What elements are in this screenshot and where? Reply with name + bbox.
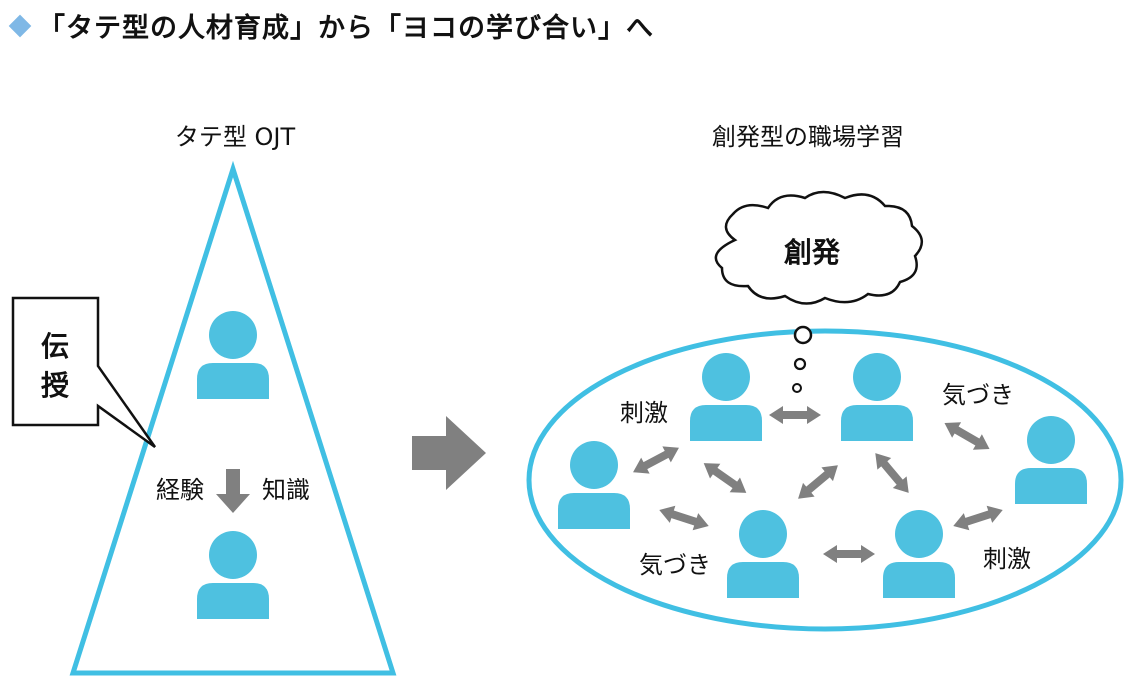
cloud-text: 創発 bbox=[784, 236, 841, 269]
annotation-awareness-top: 気づき bbox=[942, 381, 1014, 409]
page-title: 「タテ型の人材育成」から「ヨコの学び合い」へ bbox=[38, 13, 654, 44]
annotation-stimulus-bottom: 刺激 bbox=[983, 545, 1031, 573]
idea-cloud: 創発 bbox=[714, 190, 923, 305]
hierarchy-triangle bbox=[69, 160, 397, 676]
thought-bubble-large-icon bbox=[793, 325, 813, 345]
left-panel-label: タテ型 OJT bbox=[175, 123, 296, 151]
callout-box: 伝 授 bbox=[11, 296, 157, 449]
flow-to-label: 知識 bbox=[262, 476, 310, 504]
right-panel-label: 創発型の職場学習 bbox=[712, 123, 904, 151]
thought-bubble-small-icon bbox=[792, 383, 802, 393]
flow-from-label: 経験 bbox=[156, 476, 204, 504]
callout-char-2: 授 bbox=[41, 369, 69, 402]
annotation-stimulus-top: 刺激 bbox=[620, 399, 668, 427]
transition-arrow-icon bbox=[412, 416, 486, 490]
annotation-awareness-bottom: 気づき bbox=[639, 551, 711, 579]
callout-char-1: 伝 bbox=[41, 330, 69, 363]
thought-bubble-medium-icon bbox=[793, 357, 807, 371]
header: 「タテ型の人材育成」から「ヨコの学び合い」へ bbox=[8, 6, 654, 45]
down-arrow-icon bbox=[216, 469, 250, 513]
